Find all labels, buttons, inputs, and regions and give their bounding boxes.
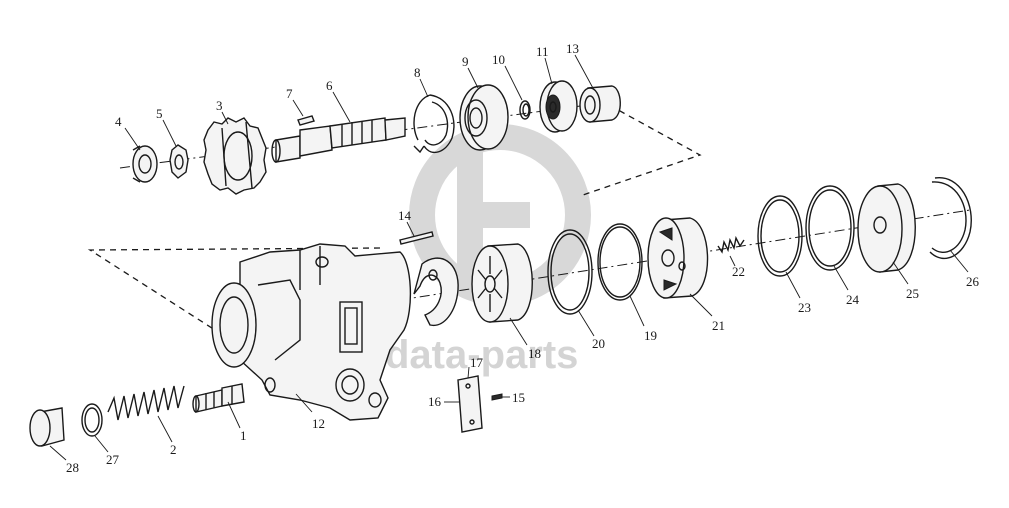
- part-19-ring: [597, 223, 643, 301]
- part-4-nut: [132, 145, 158, 183]
- part-15-screw: [491, 393, 503, 401]
- part-1-valve: [192, 383, 245, 413]
- label-part-15: 15: [512, 390, 525, 405]
- part-6-shaft: [271, 117, 406, 163]
- label-part-25: 25: [906, 286, 919, 301]
- part-10-ring: [519, 100, 531, 120]
- label-part-26: 26: [966, 274, 980, 289]
- part-16-cover-plate: [457, 375, 483, 433]
- part-12-housing: [211, 243, 412, 421]
- label-part-19: 19: [644, 328, 657, 343]
- label-part-4: 4: [115, 114, 122, 129]
- assembly-dashed-lines: [87, 99, 702, 331]
- label-part-12: 12: [312, 416, 325, 431]
- leader-lines: [49, 54, 969, 461]
- part-11-bearing: [539, 80, 578, 133]
- part-20-ring: [547, 229, 593, 315]
- part-8-snap-ring: [413, 94, 455, 154]
- label-part-1: 1: [240, 428, 247, 443]
- label-part-10: 10: [492, 52, 505, 67]
- part-2-spring: [107, 385, 185, 421]
- part-27-o-ring: [81, 403, 103, 437]
- label-part-9: 9: [462, 54, 469, 69]
- label-part-11: 11: [536, 44, 549, 59]
- part-7-key: [297, 115, 315, 126]
- part-13-bushing: [579, 85, 621, 123]
- part-labels: 4 5 3 7 6 8 9 10 11 13 14 22 23 24 25 26…: [66, 41, 980, 475]
- part-21-cam-ring: [647, 217, 709, 299]
- part-22-spring: [717, 235, 745, 254]
- label-part-17: 17: [470, 355, 484, 370]
- part-26-snap-ring: [929, 177, 972, 260]
- label-part-2: 2: [170, 442, 177, 457]
- label-part-23: 23: [798, 300, 811, 315]
- label-part-5: 5: [156, 106, 163, 121]
- part-24-ring: [805, 185, 855, 271]
- part-25-end-plate: [857, 183, 916, 273]
- watermark-text: data-parts: [385, 333, 578, 377]
- label-part-7: 7: [286, 86, 293, 101]
- part-5-lock-washer: [169, 144, 189, 179]
- part-3-gear: [203, 117, 267, 195]
- label-part-3: 3: [216, 98, 223, 113]
- part-18-rotor: [471, 243, 533, 323]
- label-part-27: 27: [106, 452, 120, 467]
- label-part-24: 24: [846, 292, 860, 307]
- label-part-28: 28: [66, 460, 79, 475]
- label-part-13: 13: [566, 41, 579, 56]
- part-23-ring: [757, 195, 803, 277]
- part-crescent-plate: [413, 257, 459, 326]
- label-part-18: 18: [528, 346, 541, 361]
- label-part-22: 22: [732, 264, 745, 279]
- part-9-bearing: [459, 84, 509, 151]
- label-part-21: 21: [712, 318, 725, 333]
- label-part-14: 14: [398, 208, 412, 223]
- part-14-pin: [399, 231, 434, 245]
- part-28-plug: [29, 407, 65, 447]
- label-part-20: 20: [592, 336, 605, 351]
- label-part-8: 8: [414, 65, 421, 80]
- label-part-16: 16: [428, 394, 442, 409]
- label-part-6: 6: [326, 78, 333, 93]
